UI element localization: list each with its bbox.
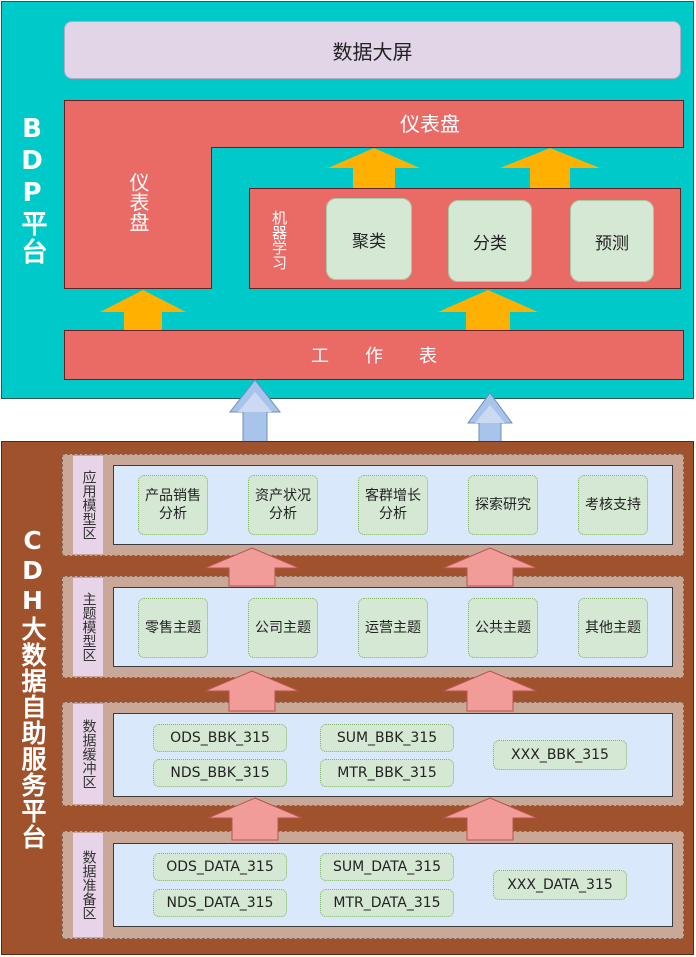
list-item: 产品销售 分析 <box>138 475 208 535</box>
list-item: MTR_DATA_315 <box>320 889 454 917</box>
yellow-up-arrow <box>100 290 186 330</box>
yellow-up-arrow <box>328 148 420 188</box>
pink-up-arrow <box>204 670 300 712</box>
layer-label: 应用模型区 <box>73 456 103 554</box>
ml-item-prediction: 预测 <box>570 200 654 282</box>
list-item: 其他主题 <box>578 598 648 658</box>
list-item: 零售主题 <box>138 598 208 658</box>
list-item: NDS_DATA_315 <box>153 889 287 917</box>
dashboard-side-label: 仪表盘 <box>126 172 150 232</box>
list-item: ODS_DATA_315 <box>153 853 287 881</box>
list-item: SUM_DATA_315 <box>320 853 454 881</box>
blue-up-arrow <box>228 379 282 443</box>
list-item: 考核支持 <box>578 475 648 535</box>
pink-up-arrow <box>207 797 303 841</box>
pink-up-arrow <box>442 797 538 841</box>
pink-up-arrow <box>442 670 538 712</box>
list-item: MTR_BBK_315 <box>320 759 454 787</box>
worksheet-bar: 工 作 表 <box>64 330 684 380</box>
layer-label: 数据准备区 <box>73 833 103 937</box>
yellow-up-arrow <box>438 290 538 330</box>
dashboard-top-label: 仪表盘 <box>400 111 460 136</box>
ml-item-classification: 分类 <box>448 200 532 282</box>
data-screen-box: 数据大屏 <box>64 21 681 79</box>
list-item: 公共主题 <box>468 598 538 658</box>
list-item: 公司主题 <box>248 598 318 658</box>
list-item: NDS_BBK_315 <box>153 759 287 787</box>
layer-label: 主题模型区 <box>73 578 103 676</box>
layer-label: 数据缓冲区 <box>73 704 103 804</box>
pink-up-arrow <box>442 547 538 587</box>
list-item: 资产状况 分析 <box>248 475 318 535</box>
machine-learning-label: 机器学习 <box>270 210 288 270</box>
list-item: XXX_DATA_315 <box>493 870 627 900</box>
list-item: 客群增长 分析 <box>358 475 428 535</box>
list-item: SUM_BBK_315 <box>320 724 454 752</box>
list-item: 探索研究 <box>468 475 538 535</box>
yellow-up-arrow <box>500 148 600 188</box>
list-item: XXX_BBK_315 <box>493 740 627 770</box>
cdh-platform-title: CDH大数据自助服务平台 <box>18 526 47 850</box>
pink-up-arrow <box>204 547 300 587</box>
bdp-platform-title: BDP平台 <box>17 114 47 266</box>
list-item: 运营主题 <box>358 598 428 658</box>
list-item: ODS_BBK_315 <box>153 724 287 752</box>
ml-item-clustering: 聚类 <box>326 198 412 280</box>
dashboard-side-fill <box>65 101 211 288</box>
